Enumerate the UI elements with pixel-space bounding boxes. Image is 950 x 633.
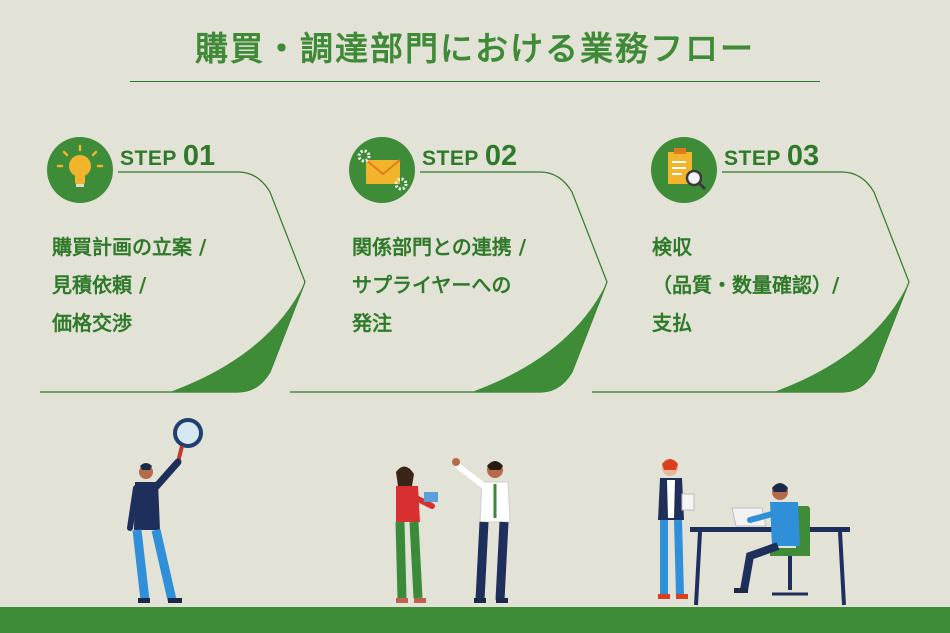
step-1-chevron (40, 171, 306, 393)
step-2-line: サプライヤーへの (352, 273, 512, 297)
step-2-word: STEP (422, 147, 479, 170)
step-1-line: 価格交渉 (52, 311, 132, 335)
step-3-line: 検収 (652, 235, 692, 259)
step-2-line: 発注 (352, 311, 392, 335)
step-1-word: STEP (120, 147, 177, 170)
step-3-description: 検収 （品質・数量確認）/ 支払 (652, 228, 839, 342)
step-2-line: 関係部門との連携 / (352, 235, 527, 259)
step-3-number: 03 (786, 140, 820, 172)
document-magnifier-icon (651, 137, 717, 203)
lightbulb-icon (47, 137, 113, 203)
step-1-number: 01 (182, 140, 216, 172)
step-2-chevron (290, 171, 608, 393)
page-title: 購買・調達部門における業務フロー (195, 29, 755, 68)
step-1-line: 見積依頼 / (52, 273, 147, 297)
office-desk-illustration (658, 459, 850, 606)
step-1-line: 購買計画の立案 / (52, 235, 207, 259)
two-people-talking-illustration (395, 458, 511, 603)
step-3-word: STEP (724, 147, 781, 170)
envelope-gear-icon (349, 137, 415, 203)
step-3-line: 支払 (652, 311, 692, 335)
step-3-chevron (592, 171, 910, 393)
step-1-description: 購買計画の立案 / 見積依頼 / 価格交渉 (52, 228, 206, 342)
person-with-magnifier-illustration (127, 418, 203, 603)
ground-strip (0, 607, 950, 633)
title-divider (130, 81, 820, 82)
step-2-description: 関係部門との連携 / サプライヤーへの 発注 (352, 228, 526, 342)
step-3-line: （品質・数量確認）/ (652, 273, 840, 297)
step-2-number: 02 (484, 140, 518, 172)
